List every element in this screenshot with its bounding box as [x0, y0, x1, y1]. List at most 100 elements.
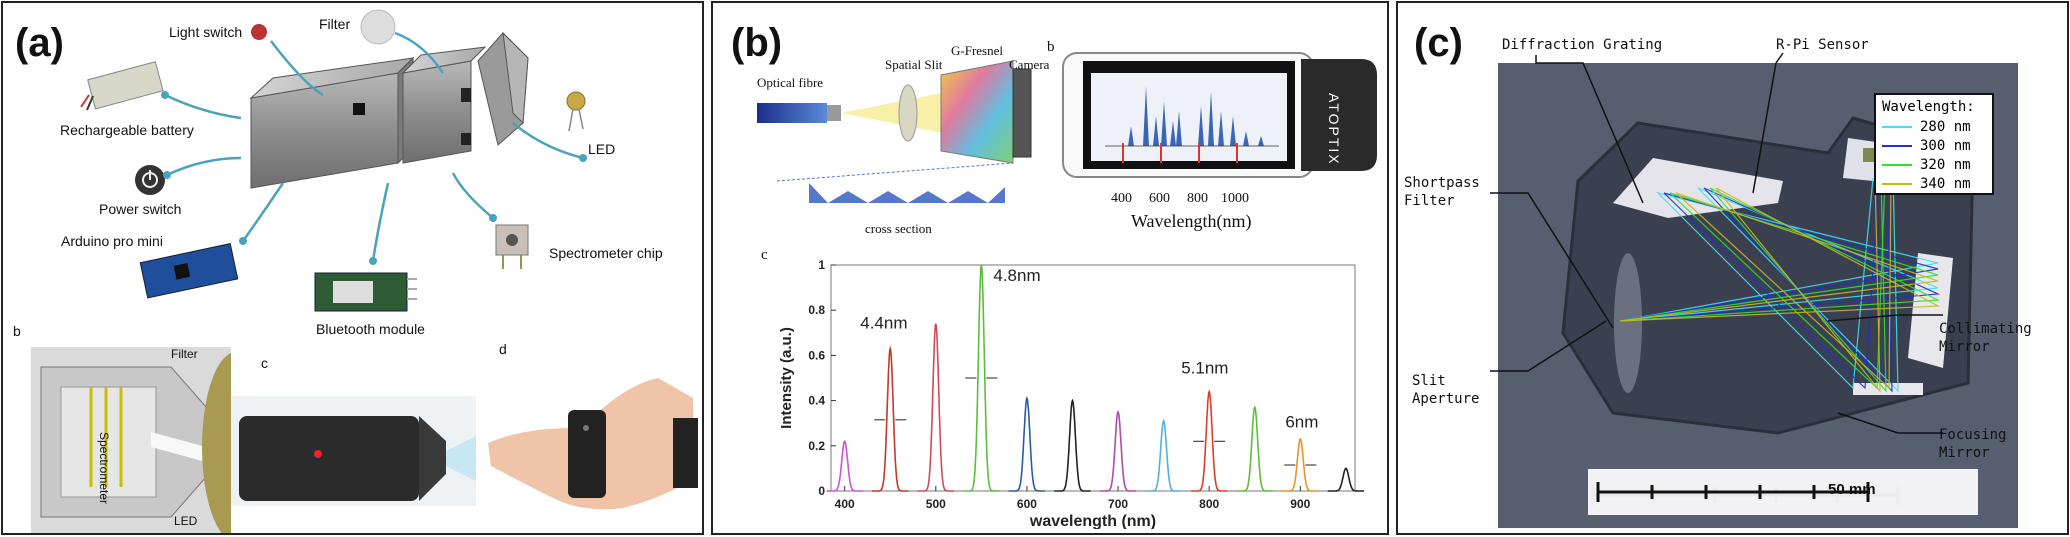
legend-label: 320 nm: [1920, 156, 1971, 173]
legend-swatch: [1882, 182, 1912, 185]
spectral-peak: [826, 439, 863, 492]
sub-c-label: c: [261, 355, 268, 371]
x-tick-label: 500: [926, 497, 946, 511]
x-tick-label: 900: [1290, 497, 1310, 511]
legend-label: 340 nm: [1920, 175, 1971, 192]
sub-b-led-label: LED: [174, 514, 198, 528]
fwhm-annotation: 4.4nm: [860, 313, 907, 332]
phone-spectral-peak: [1153, 116, 1159, 146]
phone-spectral-peak: [1170, 121, 1176, 146]
spectral-peak: [1282, 437, 1319, 492]
plot-frame: [830, 264, 1356, 492]
panel-c: (c): [1396, 1, 2069, 535]
y-tick-label: 0.8: [808, 303, 825, 317]
spectral-peak: [1099, 409, 1137, 492]
device-exploded-view: [80, 9, 587, 312]
spectral-peak: [1054, 398, 1091, 492]
ray-path: [1619, 174, 1939, 393]
x-tick-label: 700: [1108, 497, 1128, 511]
label-led: LED: [588, 141, 616, 157]
phone-xlabel: Wavelength(nm): [1131, 211, 1252, 231]
sub-c-device-render: [231, 396, 476, 506]
phone-spectral-peak: [1198, 106, 1204, 146]
x-tick-label: 800: [1199, 497, 1219, 511]
x-tick-label: 600: [1017, 497, 1037, 511]
phone-spectral-peak: [1161, 101, 1167, 146]
y-tick-label: 0.6: [808, 348, 825, 362]
legend-swatch: [1882, 144, 1912, 147]
sub-b-label-b: b: [1047, 39, 1055, 55]
legend-item: 340 nm: [1882, 174, 1986, 193]
y-axis-label: Intensity (a.u.): [778, 327, 795, 429]
sub-d-hand-photo: [488, 378, 698, 510]
phone-spectral-peak: [1143, 86, 1149, 146]
y-tick-label: 0: [818, 484, 825, 498]
ray-path: [1619, 177, 1939, 390]
label-cross-section: cross section: [865, 221, 932, 236]
spectral-peak: [1236, 405, 1273, 492]
ray-path: [1619, 174, 1941, 393]
cutaway-drawing: [31, 347, 231, 533]
fwhm-annotation: 6nm: [1285, 413, 1318, 432]
label-camera: Camera: [1009, 57, 1050, 72]
label-slit-2: Aperture: [1412, 391, 1480, 407]
label-light-switch: Light switch: [169, 24, 243, 40]
spectrometer-photo: [1490, 52, 2018, 528]
spectral-peak: [917, 323, 954, 492]
spectral-peak: [963, 264, 1000, 492]
ray-path: [1619, 174, 1941, 393]
light-switch-image: [251, 24, 267, 40]
phone-tick-marks: [1122, 143, 1238, 163]
label-arduino: Arduino pro mini: [61, 233, 163, 249]
label-spatial-slit: Spatial Slit: [885, 57, 943, 72]
phone-brand: ATOPTIX: [1326, 93, 1342, 166]
battery-image: [80, 61, 164, 111]
label-power-switch: Power switch: [99, 201, 182, 217]
x-axis-label: wavelength (nm): [1029, 513, 1156, 529]
phone-tick-600: 600: [1149, 191, 1170, 206]
optics-schematic: [757, 60, 1032, 203]
phone-spectral-peak: [1176, 111, 1182, 146]
label-diffraction-grating: Diffraction Grating: [1502, 37, 1663, 53]
sub-d-label: d: [499, 341, 507, 357]
y-tick-label: 1: [818, 258, 825, 272]
phone-tick-400: 400: [1111, 191, 1132, 206]
ray-path: [1619, 177, 1939, 390]
panel-a-label: (a): [15, 21, 64, 65]
bluetooth-module-image: [314, 272, 417, 312]
label-g-fresnel: G-Fresnel: [951, 43, 1003, 58]
sub-c-label-c: c: [761, 247, 768, 263]
y-tick-label: 0.4: [808, 394, 825, 408]
phone-spectral-peak: [1218, 111, 1224, 146]
scale-label: 50 mm: [1828, 481, 1876, 498]
y-tick-label: 0.2: [808, 439, 825, 453]
fwhm-annotation: 4.8nm: [993, 266, 1040, 285]
device-housing: [249, 31, 529, 189]
legend-title: Wavelength:: [1882, 99, 1975, 115]
wavelength-legend: Wavelength: 280 nm 300 nm 320 nm 340 nm: [1874, 93, 1994, 195]
arrow-end-dots: [161, 91, 587, 265]
label-battery: Rechargeable battery: [60, 122, 194, 138]
label-collimating-2: Mirror: [1939, 339, 1990, 355]
phone-spectral-peak: [1208, 91, 1214, 146]
panel-b-label: (b): [731, 21, 783, 65]
spectral-peak: [872, 345, 909, 492]
label-focusing-1: Focusing: [1939, 427, 2007, 443]
phone-spectrum: [1128, 86, 1264, 146]
legend-item: 300 nm: [1882, 136, 1986, 155]
spectral-peak: [1327, 467, 1365, 492]
sub-b-cutaway: Spectrometer Filter LED: [31, 347, 231, 533]
phone-spectral-peak: [1128, 126, 1134, 146]
x-tick-label: 400: [835, 497, 855, 511]
spectral-peak: [1008, 396, 1046, 492]
legend-swatch: [1882, 125, 1912, 128]
legend-item: 280 nm: [1882, 117, 1986, 136]
label-shortpass-2: Filter: [1404, 193, 1455, 209]
label-rpi-sensor: R-Pi Sensor: [1776, 37, 1869, 53]
leader-lines: [1490, 52, 1943, 434]
filter-disc-image: [360, 9, 396, 45]
power-switch-image: [135, 165, 165, 195]
panel-b: (b) Optical fibre Spatial Slit G-Fresnel…: [711, 1, 1389, 535]
panel-c-label: (c): [1414, 21, 1463, 65]
sub-b-spectrometer-label: Spectrometer: [97, 432, 111, 505]
